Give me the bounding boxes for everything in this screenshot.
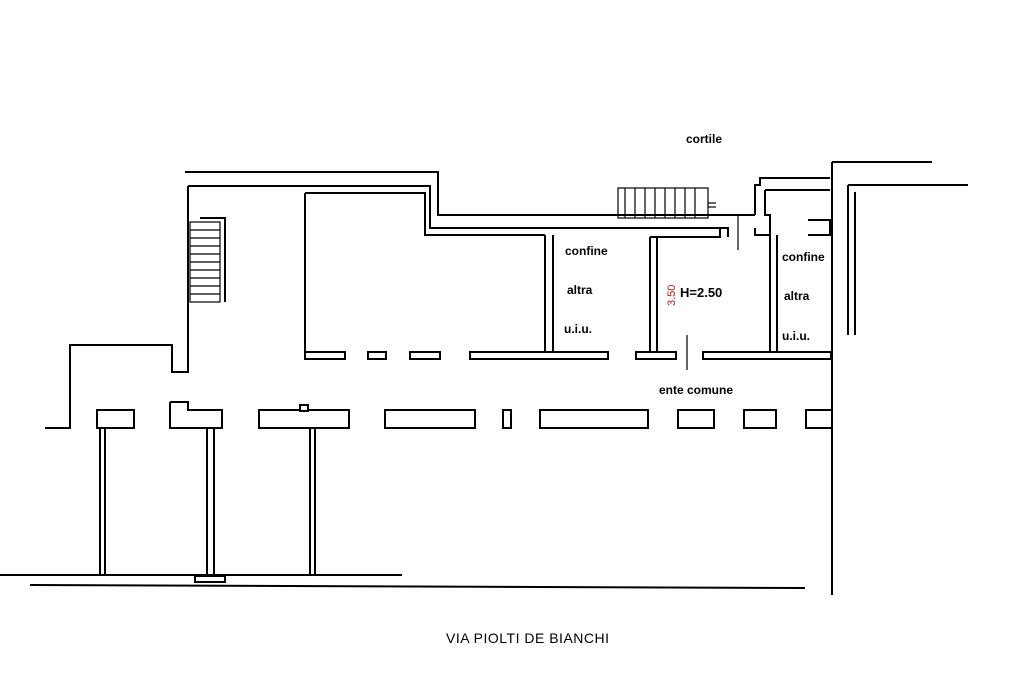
portico-columns bbox=[99, 428, 316, 578]
label-common-area: ente comune bbox=[659, 383, 733, 397]
label-height: H=2.50 bbox=[680, 285, 722, 300]
label-boundary-right-1: confine bbox=[782, 250, 825, 264]
label-street: VIA PIOLTI DE BIANCHI bbox=[446, 630, 610, 646]
label-dimension: 3.50 bbox=[666, 285, 678, 306]
stairs-left bbox=[189, 221, 221, 303]
label-boundary-left-3: u.i.u. bbox=[564, 322, 592, 336]
stairs-top bbox=[617, 187, 716, 219]
label-boundary-right-3: u.i.u. bbox=[782, 329, 810, 343]
street-edge bbox=[0, 574, 806, 589]
label-boundary-right-2: altra bbox=[784, 289, 810, 303]
upper-walls bbox=[45, 161, 968, 595]
inner-wall-segments bbox=[304, 335, 832, 370]
label-boundary-left-2: altra bbox=[567, 283, 593, 297]
label-courtyard: cortile bbox=[686, 132, 722, 146]
label-boundary-left-1: confine bbox=[565, 244, 608, 258]
portico-piers bbox=[96, 401, 833, 429]
